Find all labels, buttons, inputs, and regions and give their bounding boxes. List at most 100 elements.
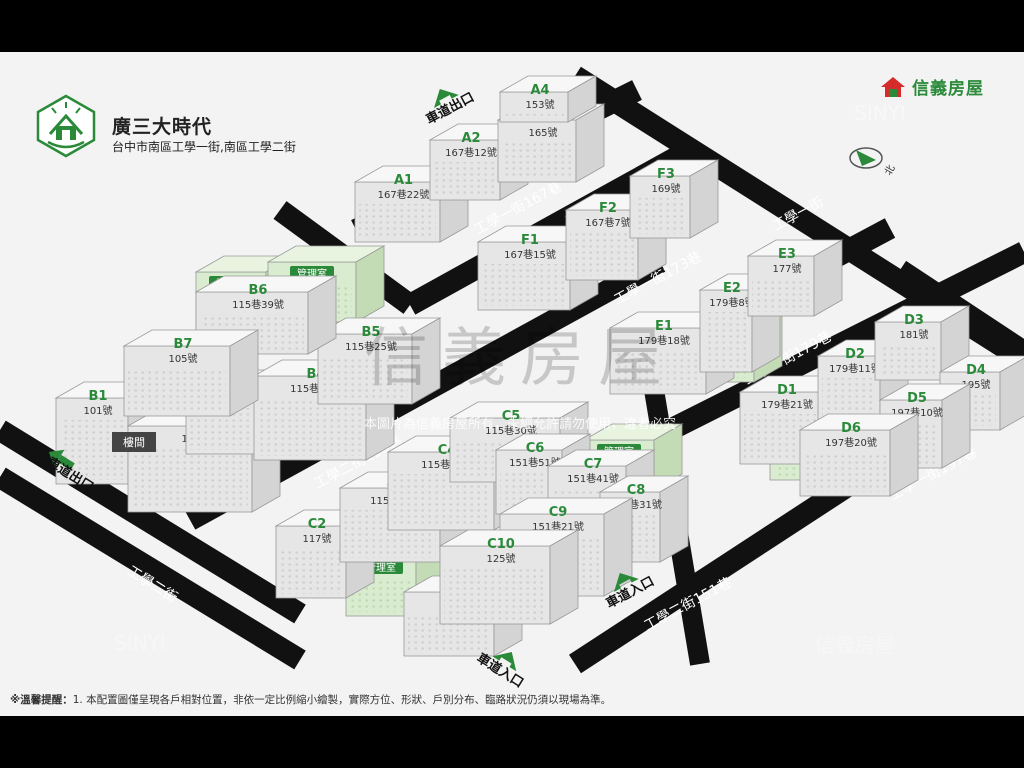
building-address: 117號 (302, 532, 331, 545)
window-grid (634, 198, 686, 234)
building-roof (938, 355, 1024, 373)
building-address: 125號 (486, 552, 515, 565)
watermark: 信義房屋本圖片為信義房屋所有，未經允許請勿使用，違者必究SINYI信義房屋SIN… (114, 101, 906, 657)
building-side (229, 329, 259, 417)
road-segment (0, 467, 306, 670)
arrow-up-icon (614, 573, 639, 592)
window-grid (752, 278, 810, 312)
window-grid (482, 264, 566, 306)
building-address: 169號 (651, 182, 680, 195)
building-code: F1 (521, 233, 539, 248)
window-grid (822, 378, 876, 418)
building-code: C7 (584, 457, 603, 472)
watermark-sinyi: 信義房屋 (815, 633, 895, 657)
window-grid (128, 368, 226, 412)
building-code: E2 (723, 281, 741, 296)
building-address: 177號 (772, 262, 801, 275)
building-code: F2 (599, 201, 617, 216)
brand-logo[interactable]: 信義房屋 (880, 74, 984, 99)
window-grid (570, 232, 634, 276)
building-code: C9 (549, 505, 568, 520)
building-a3[interactable]: A3165號 (496, 103, 606, 183)
building-address: 179巷8號 (709, 296, 754, 309)
window-grid (879, 344, 937, 376)
arrow-up-icon (492, 651, 517, 672)
window-grid (614, 350, 702, 390)
building-code: D2 (845, 347, 865, 362)
building-address: 151巷41號 (567, 472, 619, 485)
window-grid (502, 142, 572, 178)
watermark-sinyi: SINYI (114, 631, 166, 655)
building-code: D3 (904, 313, 924, 328)
road-segment (0, 420, 306, 624)
building-side (813, 239, 843, 317)
stairwell: 樓間 (112, 432, 156, 452)
project-logo-icon (36, 94, 96, 158)
watermark-sinyi: SINYI (854, 101, 906, 125)
compass-ring (849, 147, 883, 169)
watermark-notice: 本圖片為信義房屋所有，未經允許請勿使用，違者必究 (364, 416, 676, 432)
building-address: 167巷22號 (378, 188, 430, 201)
building-side (941, 383, 971, 469)
building-side (689, 159, 719, 239)
stairwell-box (112, 432, 156, 452)
building-code: B6 (249, 283, 268, 298)
window-grid (504, 114, 564, 118)
arrow-left-icon (48, 449, 65, 467)
driveway-marker-exit-a: 車道出口 (423, 89, 477, 128)
building-address: 197巷20號 (825, 436, 877, 449)
building-code: E3 (778, 247, 796, 262)
building-address: 179巷21號 (761, 398, 813, 411)
window-grid (444, 568, 546, 620)
building-code: A4 (530, 83, 549, 98)
watermark-text: 信義房屋 (364, 322, 676, 396)
footer-prefix: ※溫馨提醒： (10, 694, 73, 706)
building-address: 179巷18號 (638, 334, 690, 347)
footer-disclaimer: ※溫馨提醒：1. 本配置圖僅呈現各戶相對位置，非依一定比例縮小繪製，實際方位、形… (10, 692, 611, 707)
building-code: C2 (308, 517, 327, 532)
building-code: B1 (89, 389, 108, 404)
project-title: 廣三大時代 (112, 116, 213, 138)
building-address: 115巷25號 (345, 340, 397, 353)
project-address: 台中市南區工學一街,南區工學二街 (112, 140, 296, 154)
building-side (549, 529, 579, 625)
building-code: C10 (487, 537, 515, 552)
building-side (567, 75, 597, 123)
window-grid (258, 398, 362, 456)
arrow-shaft (56, 454, 75, 471)
building-side (889, 413, 919, 497)
buildings: 管理室管理室管理室管理室管理室管理室管理室A1167巷22號A2167巷12號A… (54, 75, 1024, 657)
building-code: D1 (777, 383, 797, 398)
building-side (355, 245, 385, 323)
building-code: C6 (526, 441, 545, 456)
window-grid (392, 474, 490, 526)
window-grid (322, 356, 408, 400)
building-address: 153號 (525, 98, 554, 111)
building-code: B7 (174, 337, 193, 352)
stairwell-label: 樓間 (123, 435, 145, 449)
building-address: 105號 (168, 352, 197, 365)
building-address: 167巷15號 (504, 248, 556, 261)
sinyi-house-icon (881, 76, 905, 97)
building-code: E1 (655, 319, 673, 334)
window-grid (704, 312, 748, 368)
arrow-up-icon (434, 89, 459, 108)
building-side (659, 475, 689, 563)
footer-text: 1. 本配置圖僅呈現各戶相對位置，非依一定比例縮小繪製，實際方位、形狀、戶別分布… (72, 694, 612, 706)
window-grid (434, 162, 496, 196)
window-grid (804, 452, 886, 492)
building-side (411, 317, 441, 405)
building-code: A2 (461, 131, 480, 146)
building-address: 165號 (528, 126, 557, 139)
building-code: D6 (841, 421, 861, 436)
building-side (307, 275, 337, 355)
